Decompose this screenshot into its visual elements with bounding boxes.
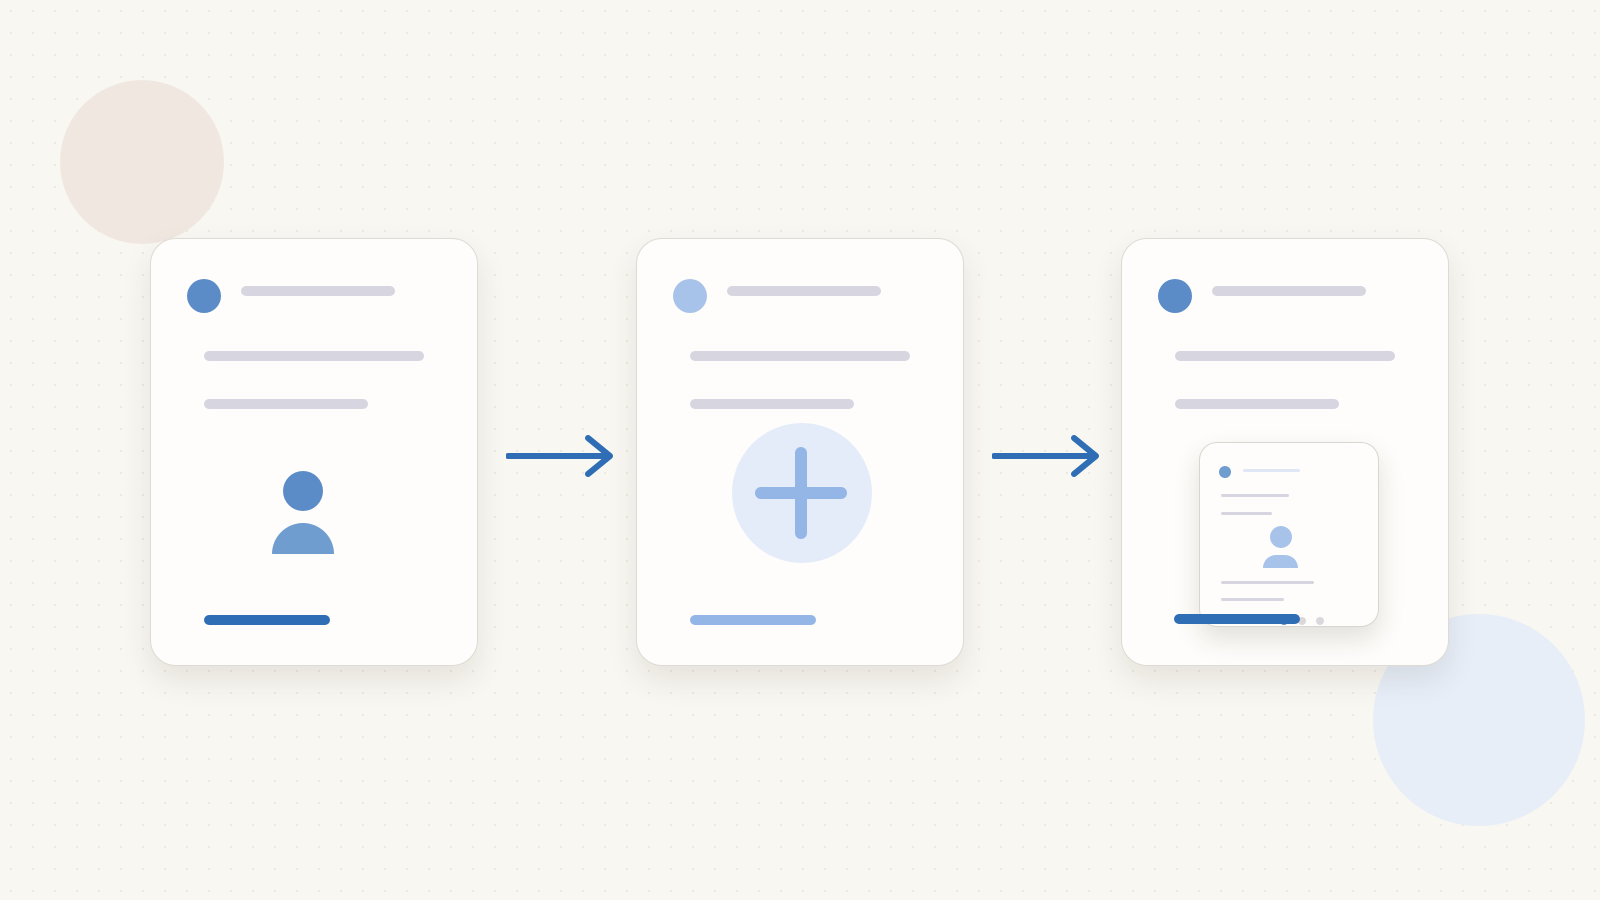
arrow-right-icon	[992, 435, 1099, 477]
plus-icon-bar	[755, 487, 847, 499]
pager-dot	[1316, 617, 1324, 625]
text-placeholder	[1221, 494, 1289, 497]
stacked-card-icon	[1199, 442, 1379, 627]
user-icon-body	[1263, 555, 1298, 568]
title-placeholder	[1212, 286, 1366, 296]
text-placeholder	[1221, 581, 1314, 584]
text-placeholder	[1221, 598, 1284, 601]
user-icon-body	[272, 523, 334, 554]
text-placeholder	[690, 399, 854, 409]
title-placeholder	[241, 286, 395, 296]
step-card-add	[636, 238, 964, 666]
avatar	[1219, 466, 1231, 478]
pager-dot	[1298, 617, 1306, 625]
avatar	[673, 279, 707, 313]
avatar	[1158, 279, 1192, 313]
text-placeholder	[204, 399, 368, 409]
text-placeholder	[1175, 351, 1395, 361]
text-placeholder	[204, 351, 424, 361]
action-bar	[1174, 614, 1300, 624]
avatar	[187, 279, 221, 313]
text-placeholder	[1175, 399, 1339, 409]
user-icon	[1270, 526, 1292, 548]
title-placeholder	[1243, 469, 1300, 472]
decor-blob-warm	[60, 80, 224, 244]
text-placeholder	[1221, 512, 1272, 515]
text-placeholder	[690, 351, 910, 361]
action-bar	[204, 615, 330, 625]
step-card-profile	[150, 238, 478, 666]
title-placeholder	[727, 286, 881, 296]
action-bar	[690, 615, 816, 625]
user-icon	[283, 471, 323, 511]
arrow-right-icon	[506, 435, 613, 477]
